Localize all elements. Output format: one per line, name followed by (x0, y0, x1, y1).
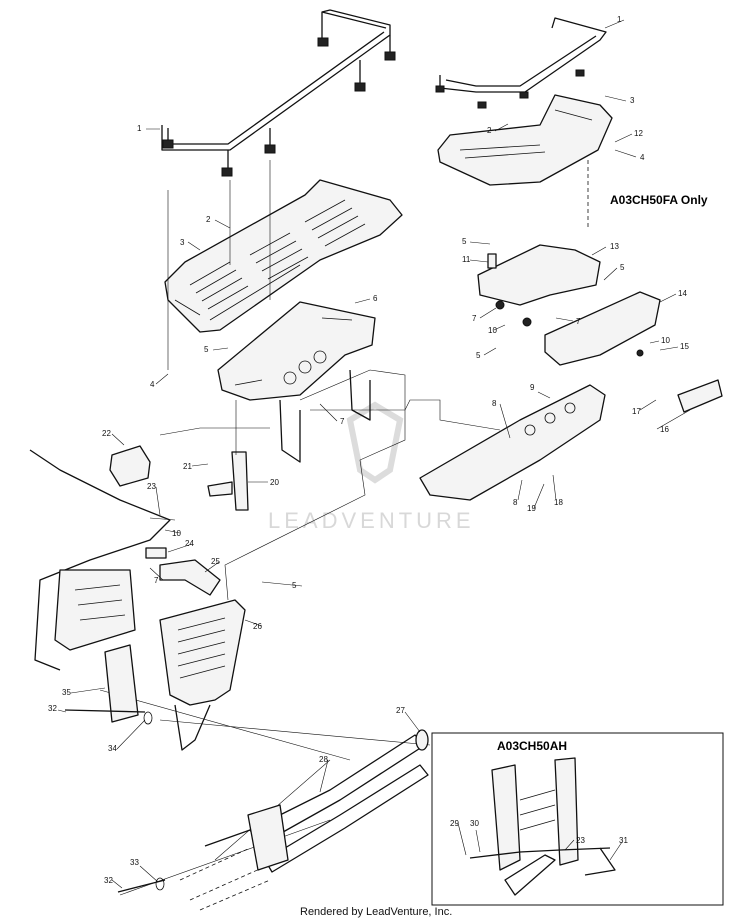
rear-rack-right (435, 17, 607, 109)
callout-13: 13 (610, 242, 619, 251)
callout-1b: 1 (617, 15, 622, 24)
assembly-lines (99, 160, 589, 896)
callout-27: 27 (396, 706, 405, 715)
callout-10c: 10 (172, 529, 181, 538)
callout-32a: 32 (48, 704, 57, 713)
variant-label-ah: A03CH50AH (497, 739, 567, 753)
hitch-mount-26 (159, 599, 246, 751)
bumper-tube-28 (179, 734, 429, 911)
clamp-24 (145, 547, 167, 559)
callout-28: 28 (319, 755, 328, 764)
callout-18: 18 (554, 498, 563, 507)
callout-34: 34 (108, 744, 117, 753)
callout-19: 19 (527, 504, 536, 513)
callout-5a: 5 (204, 345, 209, 354)
reflector-16 (677, 379, 723, 413)
bolt-32-lower (117, 879, 166, 893)
callout-10b: 10 (661, 336, 670, 345)
callout-31: 31 (619, 836, 628, 845)
callout-10a: 10 (488, 326, 497, 335)
variant-label-fa: A03CH50FA Only (610, 193, 708, 207)
spacer-11 (487, 253, 497, 269)
callout-labels: 1 1 2 2 3 3 4 4 5 5 5 5 5 6 7 7 7 7 8 8 … (48, 15, 691, 889)
callout-4b: 4 (640, 153, 645, 162)
callout-1a: 1 (137, 124, 142, 133)
footer-credit: Rendered by LeadVenture, Inc. (300, 906, 452, 918)
callout-8a: 8 (492, 399, 497, 408)
callout-22: 22 (102, 429, 111, 438)
rack-deck-right (437, 94, 613, 186)
callout-3a: 3 (180, 238, 185, 247)
callout-5d: 5 (476, 351, 481, 360)
callout-2a: 2 (206, 215, 211, 224)
callout-12: 12 (634, 129, 643, 138)
bumper-9 (419, 384, 606, 501)
bumper-14 (544, 291, 661, 366)
callout-5c: 5 (620, 263, 625, 272)
callout-3b: 3 (630, 96, 635, 105)
bolt-32-upper (64, 709, 146, 713)
callout-25: 25 (211, 557, 220, 566)
bolt-23 (149, 517, 176, 521)
callout-35: 35 (62, 688, 71, 697)
callout-16: 16 (660, 425, 669, 434)
callout-9: 9 (530, 383, 535, 392)
cap-27 (415, 729, 429, 751)
washer-33 (155, 877, 165, 891)
callout-11: 11 (462, 255, 471, 264)
callout-4a: 4 (150, 380, 155, 389)
callout-7b: 7 (472, 314, 477, 323)
callout-30: 30 (470, 819, 479, 828)
frame-partial (29, 449, 171, 671)
tail-light-22 (109, 445, 151, 487)
nut-34 (143, 711, 153, 725)
mount-plate-13 (477, 244, 601, 306)
callout-2b: 2 (487, 126, 492, 135)
callout-14: 14 (678, 289, 687, 298)
rear-rack-left (161, 9, 396, 177)
callout-6: 6 (373, 294, 378, 303)
callout-33: 33 (130, 858, 139, 867)
callout-7c: 7 (576, 317, 581, 326)
watermark-text: LEADVENTURE (268, 508, 475, 533)
callout-32b: 32 (104, 876, 113, 885)
callout-5b: 5 (462, 237, 467, 246)
callout-24: 24 (185, 539, 194, 548)
bracket-25 (159, 559, 221, 596)
callout-20: 20 (270, 478, 279, 487)
rack-support-6 (217, 301, 376, 463)
callout-7d: 7 (154, 576, 159, 585)
callout-26: 26 (253, 622, 262, 631)
callout-15: 15 (680, 342, 689, 351)
callout-23a: 23 (147, 482, 156, 491)
bracket-20 (207, 451, 249, 511)
rack-deck-left (164, 179, 403, 333)
callout-29: 29 (450, 819, 459, 828)
callout-23b: 23 (576, 836, 585, 845)
callout-17: 17 (632, 407, 641, 416)
callout-7a: 7 (340, 417, 345, 426)
plate-35 (104, 644, 139, 723)
callout-21: 21 (183, 462, 192, 471)
inset-ah: A03CH50AH (431, 732, 724, 906)
bolt-5-lower (204, 829, 251, 847)
leadventure-watermark: LEADVENTURE (268, 401, 475, 533)
callout-8b: 8 (513, 498, 518, 507)
